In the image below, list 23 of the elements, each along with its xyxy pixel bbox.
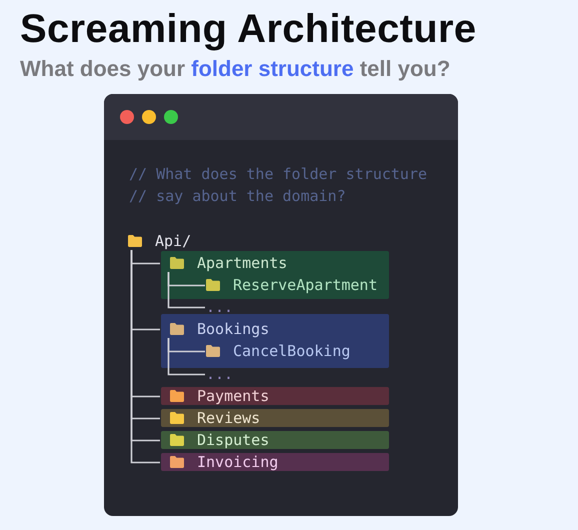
ellipsis-text: ... bbox=[206, 365, 234, 383]
highlight-band bbox=[161, 409, 389, 427]
folder-name: Invoicing bbox=[197, 453, 278, 471]
highlight-band bbox=[161, 387, 389, 405]
folder-name: Payments bbox=[197, 387, 270, 405]
highlight-band bbox=[161, 251, 389, 299]
tree-line bbox=[168, 272, 205, 308]
code-comment: // What does the folder structure // say about the domain? bbox=[129, 164, 428, 207]
code-window bbox=[104, 94, 458, 516]
highlight-band bbox=[161, 431, 389, 449]
subtitle: What does your folder structure tell you? bbox=[20, 56, 450, 82]
folder-name: CancelBooking bbox=[233, 342, 350, 360]
folder-name: Api/ bbox=[155, 232, 192, 250]
folder-name: Apartments bbox=[197, 254, 288, 272]
folder-name: Bookings bbox=[197, 320, 270, 338]
folder-name: Disputes bbox=[197, 431, 270, 449]
tree-line bbox=[168, 338, 205, 376]
title: Screaming Architecture bbox=[20, 6, 476, 52]
ellipsis-text: ... bbox=[206, 298, 234, 316]
folder-name: Reviews bbox=[197, 409, 260, 427]
highlight-band bbox=[161, 453, 389, 471]
folder-name: ReserveApartment bbox=[233, 276, 378, 294]
highlight-band bbox=[161, 314, 389, 368]
